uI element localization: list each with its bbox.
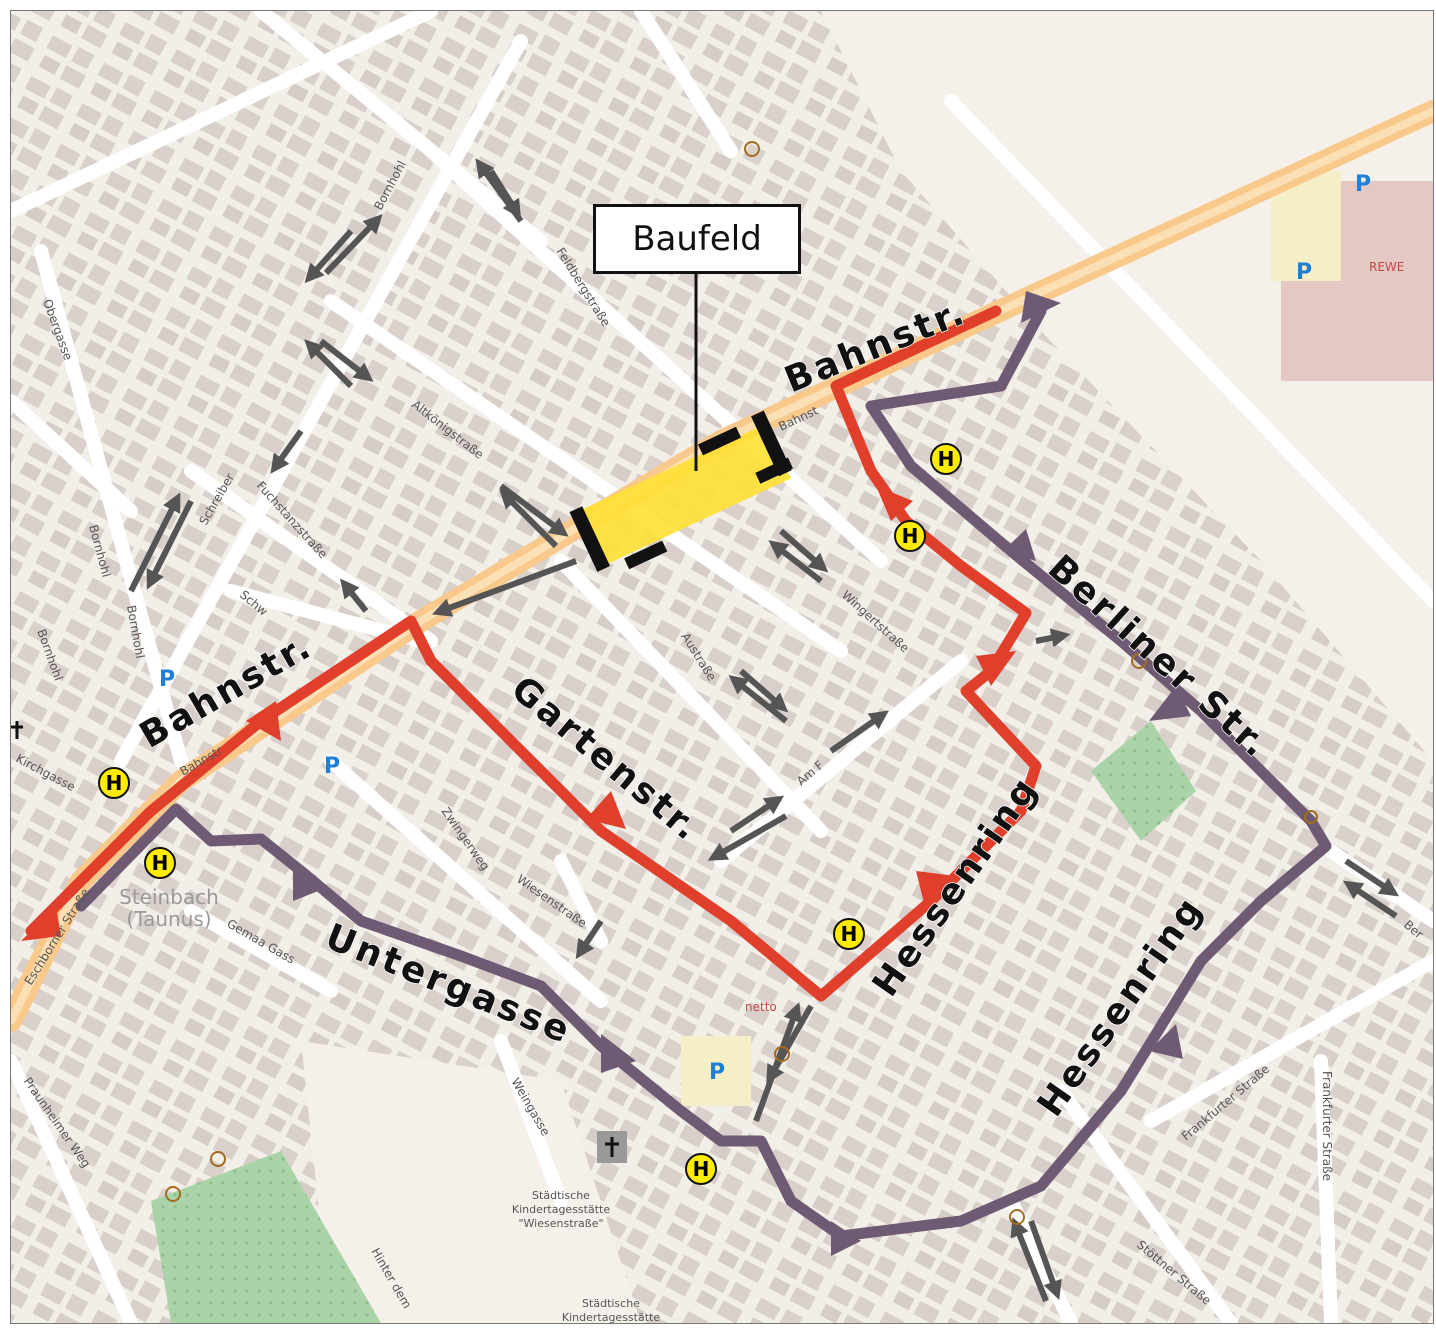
bus-stops: H H H H H H — [98, 443, 962, 1185]
bus-stop[interactable]: H — [894, 520, 926, 552]
two-way-arrows — [128, 158, 1399, 1303]
town-name: (Taunus) — [126, 907, 211, 931]
cemetery — [151, 1151, 381, 1323]
bus-stop-label: H — [902, 524, 919, 548]
parking-icon: P — [159, 667, 175, 692]
bus-stop[interactable]: H — [930, 443, 962, 475]
construction-site[interactable] — [565, 410, 802, 582]
church-icon — [11, 721, 23, 739]
parking-icon: P — [324, 754, 340, 779]
parking-symbols: P P P P P — [159, 172, 1371, 1085]
bus-stop-label: H — [938, 447, 955, 471]
bus-stop-label: H — [841, 922, 858, 946]
parking-icon: P — [709, 1060, 725, 1085]
open-field-south — [301, 1041, 641, 1323]
bus-stop-label: H — [106, 771, 123, 795]
baufeld-callout: Baufeld — [593, 204, 801, 274]
kita-name: Städtische — [532, 1189, 590, 1202]
street-name: REWE — [1369, 260, 1404, 274]
kita-name: Städtische — [582, 1297, 640, 1310]
street-name: netto — [745, 1000, 777, 1014]
parking-icon: P — [1355, 172, 1371, 197]
bus-stop[interactable]: H — [144, 847, 176, 879]
kita-name: "Wiesenstraße" — [518, 1217, 603, 1230]
bus-stop[interactable]: H — [98, 767, 130, 799]
bus-stop[interactable]: H — [685, 1153, 717, 1185]
kita-name: Kindertagesstätte — [562, 1311, 660, 1323]
street-name: Frankfurter Straße — [1320, 1071, 1334, 1181]
parking-icon: P — [1296, 260, 1312, 285]
bus-stop-label: H — [152, 851, 169, 875]
bus-stop-label: H — [693, 1157, 710, 1181]
detour-route-purple[interactable] — [75, 305, 1332, 1242]
parking-area-south — [681, 1036, 751, 1106]
purple-route-arrowheads — [293, 291, 1191, 1256]
red-route-arrowheads — [21, 486, 1016, 941]
map-frame: H H H H H H P P P P P — [10, 10, 1434, 1324]
bus-stop[interactable]: H — [833, 918, 865, 950]
town-name: Steinbach — [119, 885, 219, 909]
recycling-icon — [165, 141, 1318, 1225]
church-icon — [597, 1131, 627, 1163]
place-names: Steinbach (Taunus) Städtische Kindertage… — [119, 885, 660, 1323]
kita-name: Kindertagesstätte — [512, 1203, 610, 1216]
park-green — [1091, 721, 1196, 841]
